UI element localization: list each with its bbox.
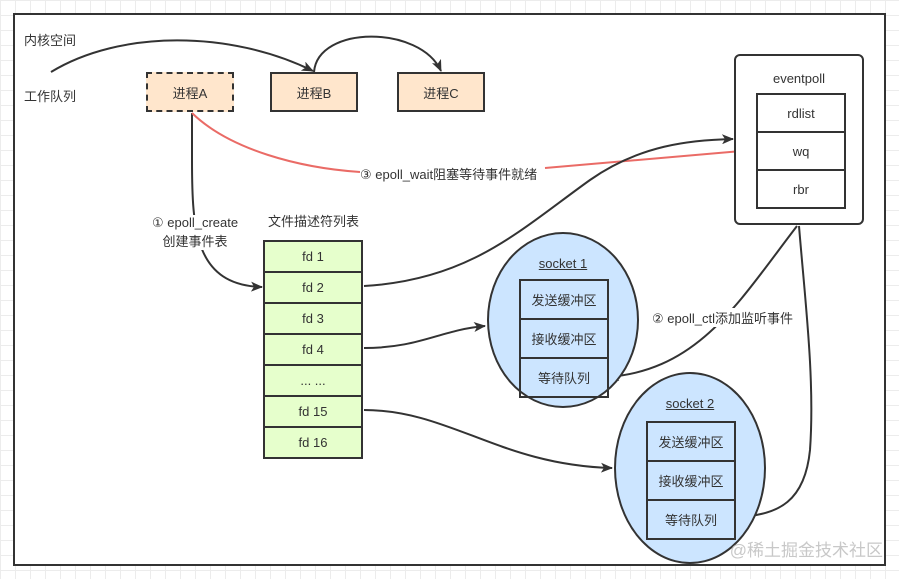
fd-table: fd 1 fd 2 fd 3 fd 4 ... ... fd 15 fd 16 xyxy=(263,240,363,459)
fd-row[interactable]: fd 16 xyxy=(265,426,361,457)
socket-2-wait-queue[interactable]: 等待队列 xyxy=(648,499,734,538)
eventpoll-title: eventpoll xyxy=(772,71,826,86)
socket-2[interactable]: socket 2 发送缓冲区 接收缓冲区 等待队列 xyxy=(614,372,766,564)
socket-2-title: socket 2 xyxy=(665,396,715,411)
fd-row[interactable]: fd 4 xyxy=(265,333,361,364)
eventpoll-row-rbr[interactable]: rbr xyxy=(758,169,844,207)
step2-label: ② epoll_ctl添加监听事件 xyxy=(652,308,793,327)
socket-1-title: socket 1 xyxy=(538,256,588,271)
watermark: @稀土掘金技术社区 xyxy=(729,541,883,560)
process-a[interactable]: 进程A xyxy=(146,72,234,112)
socket-2-send-buffer[interactable]: 发送缓冲区 xyxy=(658,435,724,450)
step1-label: ① epoll_create 创建事件表 xyxy=(152,215,239,250)
kernel-space-label: 内核空间 xyxy=(24,33,77,48)
process-b-label: 进程B xyxy=(296,85,332,101)
step1-line1: ① epoll_create xyxy=(152,215,239,230)
socket-2-recv-buffer[interactable]: 接收缓冲区 xyxy=(648,460,734,499)
work-queue-label: 工作队列 xyxy=(24,89,77,104)
fd-row[interactable]: fd 2 xyxy=(265,271,361,302)
process-c-label: 进程C xyxy=(423,85,459,101)
socket-2-table: 发送缓冲区 接收缓冲区 等待队列 xyxy=(646,421,736,540)
step3-label: ③ epoll_wait阻塞等待事件就绪 xyxy=(360,164,538,183)
fd-row[interactable]: fd 15 xyxy=(265,395,361,426)
eventpoll-row-wq[interactable]: wq xyxy=(758,131,844,169)
socket-1-recv-buffer[interactable]: 接收缓冲区 xyxy=(521,318,607,357)
process-c[interactable]: 进程C xyxy=(397,72,485,112)
fd-table-title: 文件描述符列表 xyxy=(268,214,360,229)
socket-1-table: 发送缓冲区 接收缓冲区 等待队列 xyxy=(519,279,609,398)
step1-line2: 创建事件表 xyxy=(162,234,228,249)
process-a-label: 进程A xyxy=(172,85,208,101)
socket-1-send-buffer[interactable]: 发送缓冲区 xyxy=(531,293,597,308)
socket-1-wait-queue[interactable]: 等待队列 xyxy=(521,357,607,396)
eventpoll-box[interactable]: eventpoll rdlist wq rbr xyxy=(734,54,864,225)
fd-row[interactable]: fd 1 xyxy=(302,249,324,264)
fd-row[interactable]: fd 3 xyxy=(265,302,361,333)
fd-row-ellipsis: ... ... xyxy=(265,364,361,395)
eventpoll-table: rdlist wq rbr xyxy=(756,93,846,209)
socket-1[interactable]: socket 1 发送缓冲区 接收缓冲区 等待队列 xyxy=(487,232,639,408)
eventpoll-row-rdlist[interactable]: rdlist xyxy=(787,105,815,121)
process-b[interactable]: 进程B xyxy=(270,72,358,112)
